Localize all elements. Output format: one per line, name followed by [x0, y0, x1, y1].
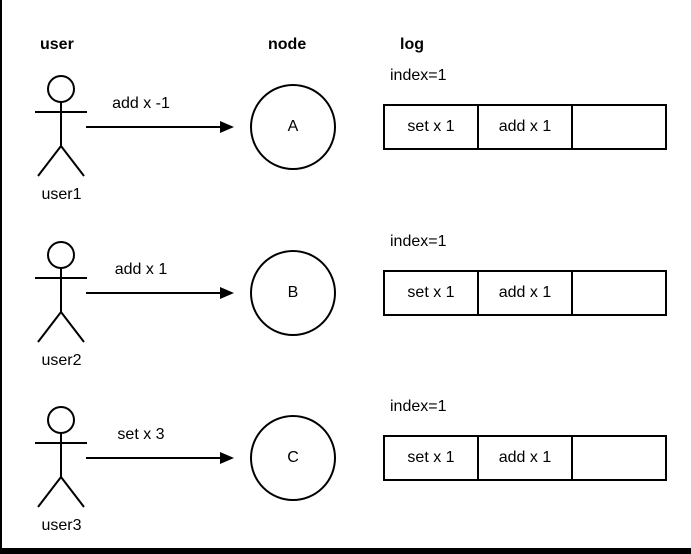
- log-index-label: index=1: [390, 67, 447, 84]
- node-letter: A: [287, 118, 299, 135]
- stick-figure-icon: [35, 406, 87, 508]
- diagram-row-user1: user1 add x -1 A index=1 set x 1 add x 1: [0, 60, 691, 220]
- message-label: add x -1: [112, 95, 170, 112]
- user-name-label: user2: [41, 352, 82, 369]
- node-letter: B: [287, 284, 299, 301]
- column-header-node: node: [268, 36, 307, 53]
- log-table: set x 1 add x 1: [383, 435, 667, 481]
- canvas-bottom-edge: [0, 548, 691, 554]
- user-name-label: user1: [41, 186, 82, 203]
- column-header-log: log: [400, 36, 424, 53]
- message-label: add x 1: [114, 261, 168, 278]
- diagram-row-user3: user3 set x 3 C index=1 set x 1 add x 1: [0, 391, 691, 551]
- request-arrow-icon: [86, 121, 234, 133]
- log-cell: add x 1: [479, 272, 573, 314]
- node-circle: A: [250, 84, 336, 170]
- message-label: set x 3: [117, 426, 165, 443]
- log-cell: add x 1: [479, 437, 573, 479]
- log-index-label: index=1: [390, 398, 447, 415]
- log-cell: add x 1: [479, 106, 573, 148]
- node-circle: C: [250, 415, 336, 501]
- log-cell: set x 1: [385, 106, 479, 148]
- log-cell: set x 1: [385, 272, 479, 314]
- log-cell-empty: [573, 106, 665, 148]
- log-cell-empty: [573, 437, 665, 479]
- canvas-left-edge: [0, 0, 2, 554]
- log-table: set x 1 add x 1: [383, 104, 667, 150]
- node-circle: B: [250, 250, 336, 336]
- stick-figure-icon: [35, 241, 87, 343]
- request-arrow-icon: [86, 287, 234, 299]
- log-cell-empty: [573, 272, 665, 314]
- user-name-label: user3: [41, 517, 82, 534]
- request-arrow-icon: [86, 452, 234, 464]
- log-index-label: index=1: [390, 233, 447, 250]
- column-header-user: user: [40, 36, 74, 53]
- log-cell: set x 1: [385, 437, 479, 479]
- diagram-row-user2: user2 add x 1 B index=1 set x 1 add x 1: [0, 226, 691, 386]
- node-letter: C: [287, 449, 299, 466]
- log-table: set x 1 add x 1: [383, 270, 667, 316]
- stick-figure-icon: [35, 75, 87, 177]
